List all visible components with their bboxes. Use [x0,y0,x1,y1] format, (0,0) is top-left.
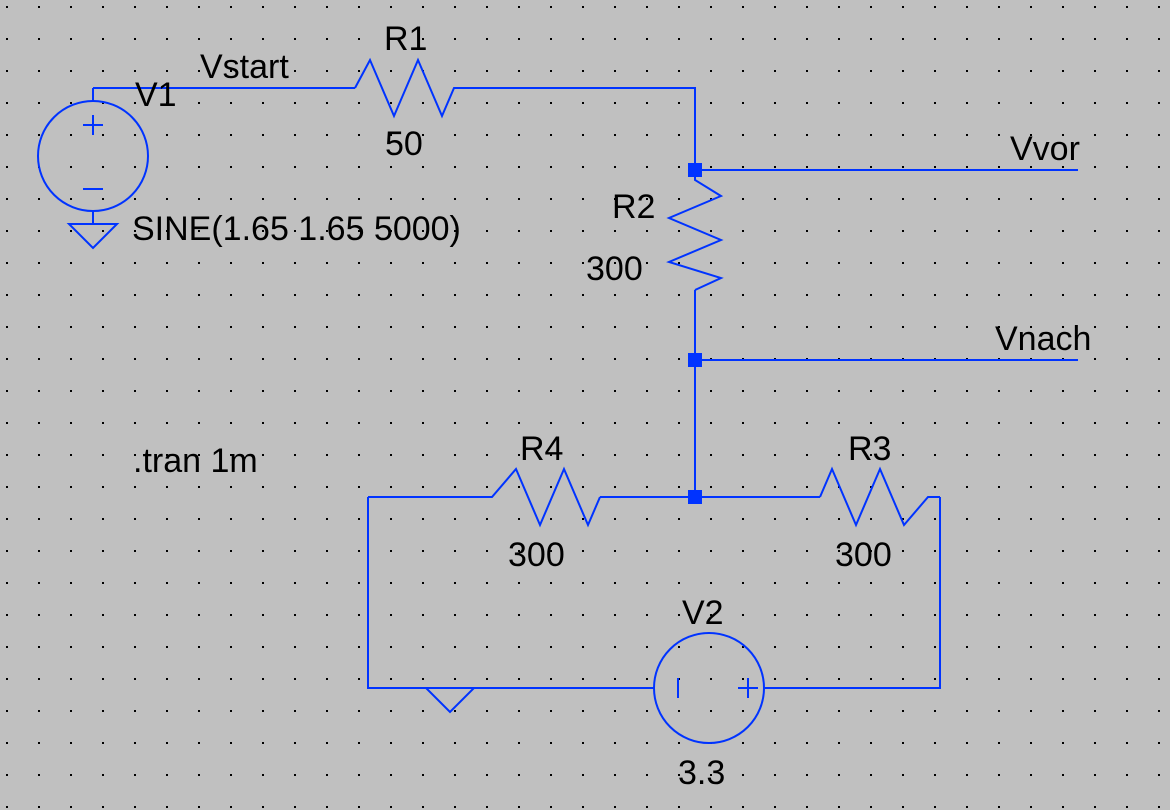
r3-value-label: 300 [835,536,892,574]
ground-symbol-v1 [66,223,120,250]
r2-name-label: R2 [612,188,655,226]
resistor-r1[interactable] [354,57,466,119]
resistor-r3[interactable] [819,466,940,528]
r4-value-label: 300 [508,536,565,574]
resistor-r2[interactable] [666,170,724,291]
junction-divider [688,490,702,504]
resistor-r4[interactable] [368,466,601,528]
wire-r1-to-vvor[interactable] [466,87,696,170]
v1-name-label: V1 [135,76,177,114]
net-label-vstart: Vstart [200,48,289,86]
wire-r3-to-v2[interactable] [765,497,941,689]
net-label-vnach: Vnach [995,320,1091,358]
sim-directive[interactable]: .tran 1m [133,442,258,480]
v2-name-label: V2 [682,594,724,632]
v2-source[interactable] [653,632,765,744]
r1-value-label: 50 [385,125,423,163]
wire-r4-to-v2[interactable] [367,497,655,689]
r3-name-label: R3 [848,430,891,468]
r4-name-label: R4 [520,430,563,468]
junction-vnach [688,353,702,367]
net-label-vvor: Vvor [1010,130,1080,168]
r1-name-label: R1 [384,20,427,58]
v2-value-label: 3.3 [678,754,725,792]
v1-source[interactable] [37,88,149,224]
junction-vvor [688,163,702,177]
ground-symbol-v2 [423,687,477,714]
r2-value-label: 300 [586,250,643,288]
v1-value-label: SINE(1.65 1.65 5000) [132,210,461,248]
